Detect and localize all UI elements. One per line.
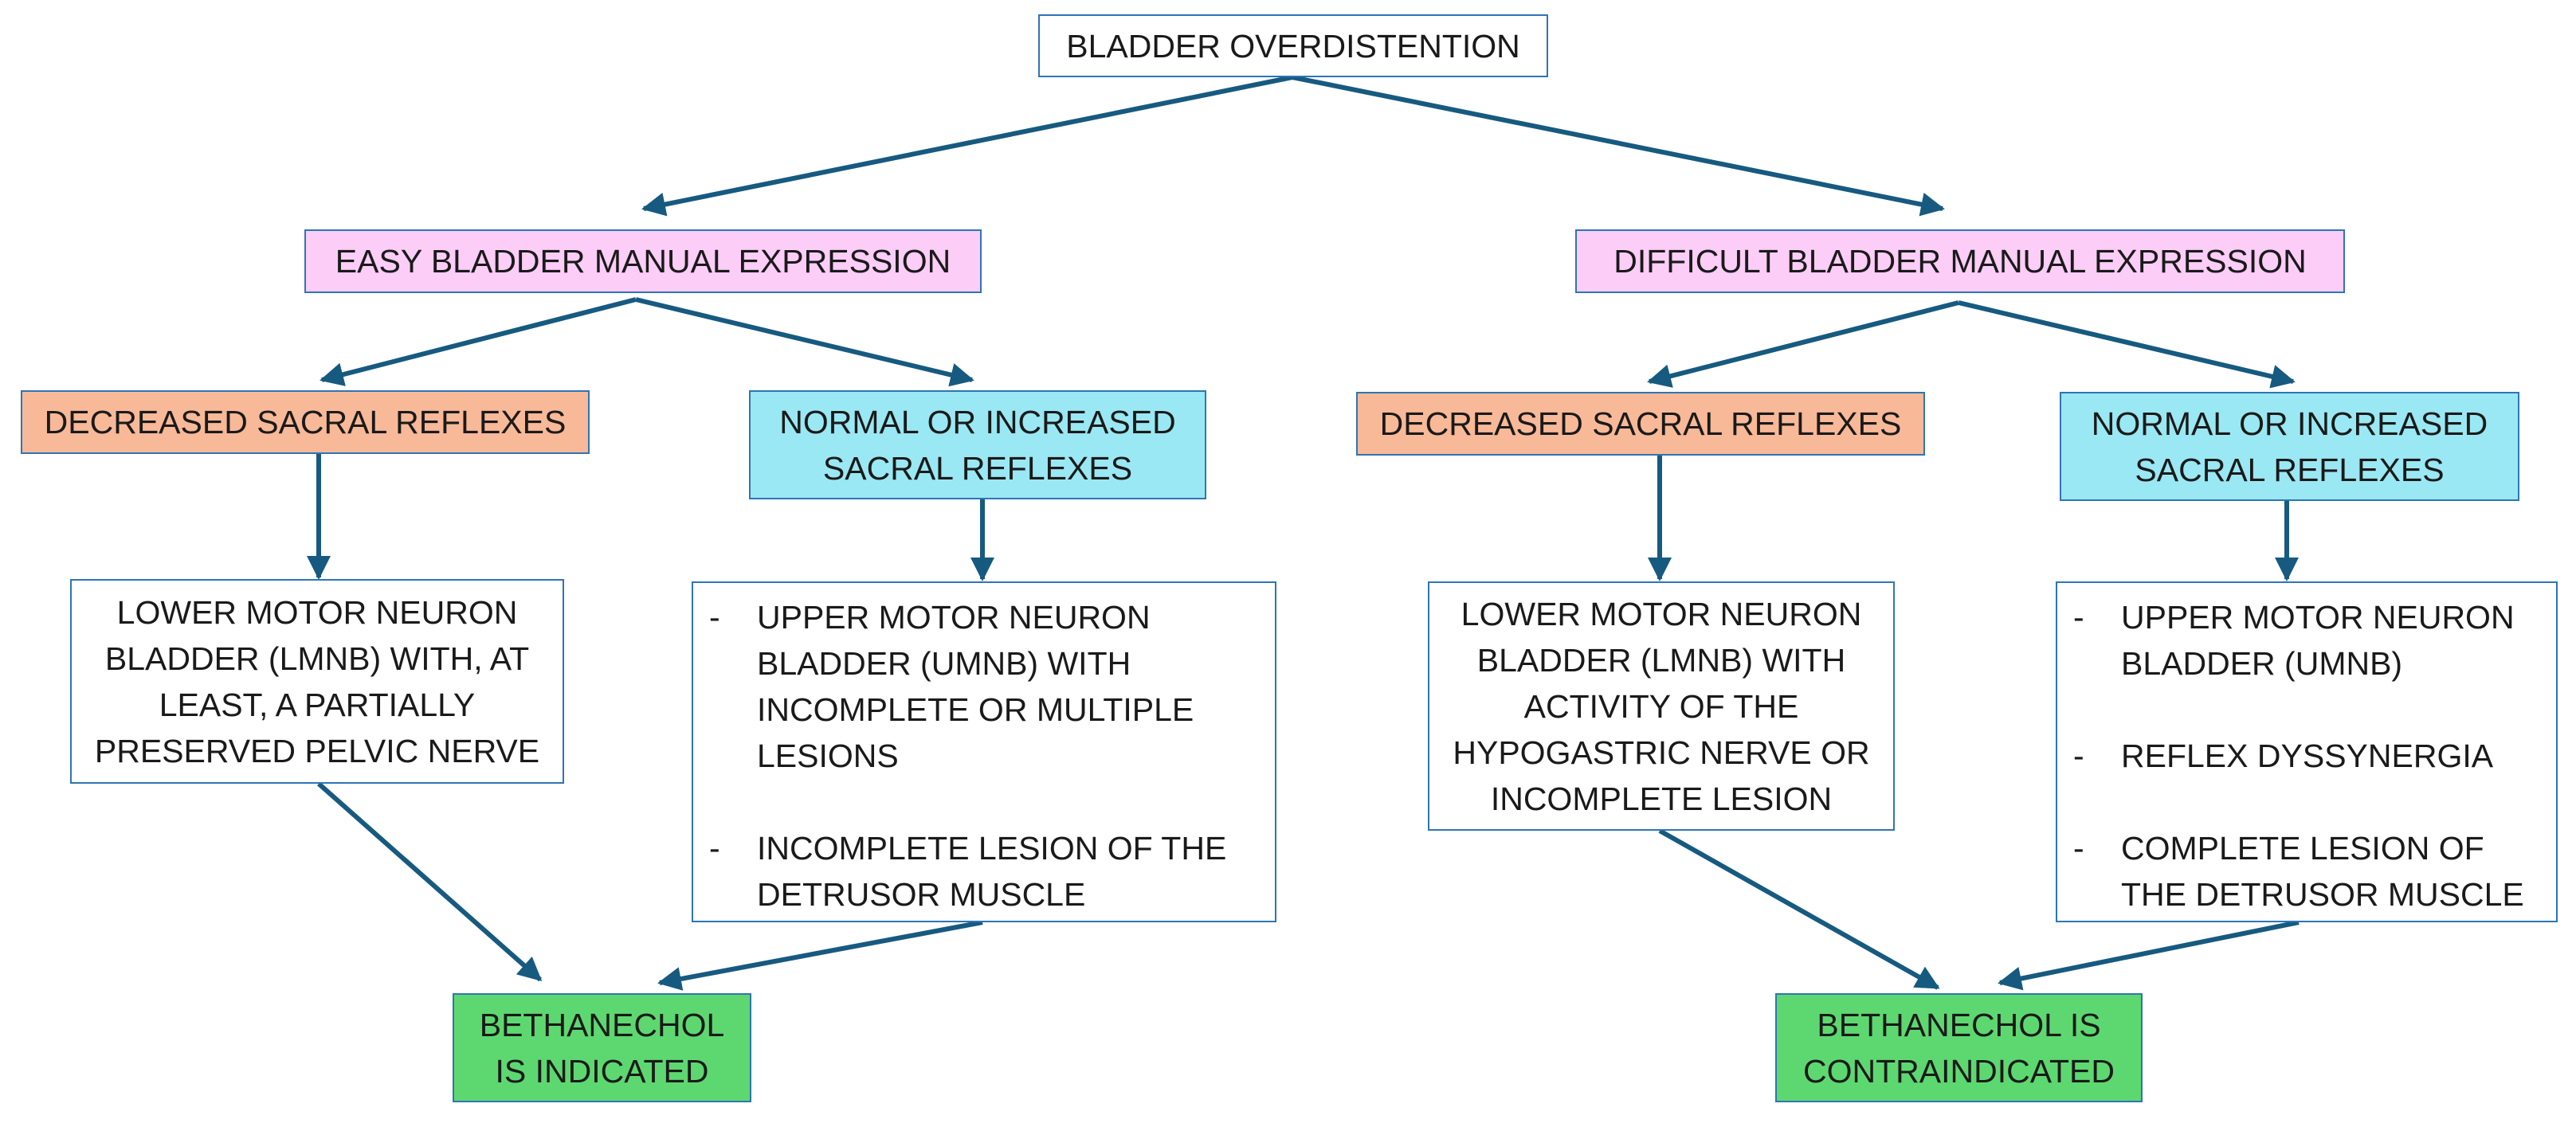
- bullet-dash: -: [709, 599, 720, 636]
- arrow-difficult-to-normal: [1958, 300, 2296, 389]
- bethanechol-contraindicated-node: BETHANECHOL IS CONTRAINDICATED: [1775, 993, 2143, 1102]
- easy-normal-reflexes-line-1: NORMAL OR INCREASED: [779, 403, 1176, 440]
- root-label: BLADDER OVERDISTENTION: [1066, 27, 1520, 65]
- easy-expression-label: EASY BLADDER MANUAL EXPRESSION: [335, 243, 951, 280]
- difficult-umnb-item-2-text: REFLEX DYSSYNERGIA: [2121, 738, 2494, 774]
- easy-lmnb-node: LOWER MOTOR NEURON BLADDER (LMNB) WITH, …: [70, 579, 564, 784]
- difficult-umnb-item-1: - UPPER MOTOR NEURON BLADDER (UMNB): [2073, 594, 2540, 687]
- easy-umnb-node: - UPPER MOTOR NEURON BLADDER (UMNB) WITH…: [692, 581, 1276, 922]
- bethanechol-indicated-label: BETHANECHOL IS INDICATED: [480, 1002, 725, 1094]
- arrow-right-lmnb-to-contraindicated: [1658, 828, 1940, 990]
- bethanechol-contraindicated-line-1: BETHANECHOL IS: [1817, 1006, 2101, 1043]
- difficult-umnb-node: - UPPER MOTOR NEURON BLADDER (UMNB) - RE…: [2056, 581, 2558, 922]
- arrow-root-to-easy: [641, 75, 1293, 217]
- arrow-left-lmnb-to-indicated: [317, 781, 543, 982]
- arrow-easy-to-normal: [635, 297, 974, 387]
- bethanechol-contraindicated-label: BETHANECHOL IS CONTRAINDICATED: [1803, 1002, 2115, 1094]
- easy-normal-reflexes-line-2: SACRAL REFLEXES: [822, 449, 1133, 487]
- bullet-dash: -: [709, 830, 720, 867]
- easy-decreased-reflexes-label: DECREASED SACRAL REFLEXES: [44, 404, 567, 440]
- bethanechol-indicated-node: BETHANECHOL IS INDICATED: [453, 993, 751, 1102]
- arrow-right-umnb-to-contraindicated: [1998, 920, 2300, 991]
- difficult-normal-reflexes-node: NORMAL OR INCREASED SACRAL REFLEXES: [2060, 392, 2519, 501]
- difficult-lmnb-node: LOWER MOTOR NEURON BLADDER (LMNB) WITH A…: [1428, 581, 1895, 831]
- arrow-root-to-difficult: [1292, 75, 1945, 217]
- difficult-normal-reflexes-line-2: SACRAL REFLEXES: [2135, 451, 2445, 488]
- arrow-left-umnb-to-indicated: [657, 920, 983, 991]
- difficult-lmnb-text: LOWER MOTOR NEURON BLADDER (LMNB) WITH A…: [1453, 595, 1870, 817]
- bethanechol-indicated-line-2: IS INDICATED: [495, 1052, 709, 1090]
- difficult-decreased-reflexes-label: DECREASED SACRAL REFLEXES: [1379, 405, 1902, 442]
- bethanechol-contraindicated-line-2: CONTRAINDICATED: [1802, 1052, 2115, 1090]
- bethanechol-indicated-line-1: BETHANECHOL: [479, 1006, 725, 1043]
- arrow-difficult-to-decreased: [1647, 300, 1959, 388]
- difficult-umnb-item-1-text: UPPER MOTOR NEURON BLADDER (UMNB): [2121, 599, 2515, 682]
- bullet-dash: -: [2073, 599, 2084, 636]
- root-node: BLADDER OVERDISTENTION: [1038, 14, 1548, 77]
- difficult-normal-reflexes-line-1: NORMAL OR INCREASED: [2091, 405, 2488, 442]
- difficult-expression-node: DIFFICULT BLADDER MANUAL EXPRESSION: [1575, 229, 2345, 293]
- easy-normal-reflexes-label: NORMAL OR INCREASED SACRAL REFLEXES: [779, 399, 1175, 491]
- difficult-umnb-item-2: - REFLEX DYSSYNERGIA: [2073, 733, 2540, 779]
- arrow-easy-to-decreased: [320, 297, 637, 386]
- difficult-normal-reflexes-label: NORMAL OR INCREASED SACRAL REFLEXES: [2092, 401, 2488, 493]
- bullet-dash: -: [2073, 738, 2084, 774]
- easy-umnb-item-1-text: UPPER MOTOR NEURON BLADDER (UMNB) WITH I…: [757, 599, 1194, 774]
- easy-decreased-reflexes-node: DECREASED SACRAL REFLEXES: [21, 390, 590, 454]
- difficult-umnb-item-3: - COMPLETE LESION OF THE DETRUSOR MUSCLE: [2073, 825, 2540, 918]
- easy-umnb-item-2-text: INCOMPLETE LESION OF THE DETRUSOR MUSCLE: [757, 830, 1227, 913]
- difficult-expression-label: DIFFICULT BLADDER MANUAL EXPRESSION: [1613, 243, 2307, 280]
- easy-expression-node: EASY BLADDER MANUAL EXPRESSION: [304, 229, 982, 293]
- easy-umnb-item-1: - UPPER MOTOR NEURON BLADDER (UMNB) WITH…: [709, 594, 1259, 779]
- easy-normal-reflexes-node: NORMAL OR INCREASED SACRAL REFLEXES: [749, 390, 1206, 499]
- difficult-decreased-reflexes-node: DECREASED SACRAL REFLEXES: [1356, 392, 1925, 456]
- bullet-dash: -: [2073, 830, 2084, 867]
- easy-lmnb-text: LOWER MOTOR NEURON BLADDER (LMNB) WITH, …: [94, 593, 540, 769]
- difficult-umnb-item-3-text: COMPLETE LESION OF THE DETRUSOR MUSCLE: [2121, 830, 2524, 913]
- easy-umnb-item-2: - INCOMPLETE LESION OF THE DETRUSOR MUSC…: [709, 825, 1259, 918]
